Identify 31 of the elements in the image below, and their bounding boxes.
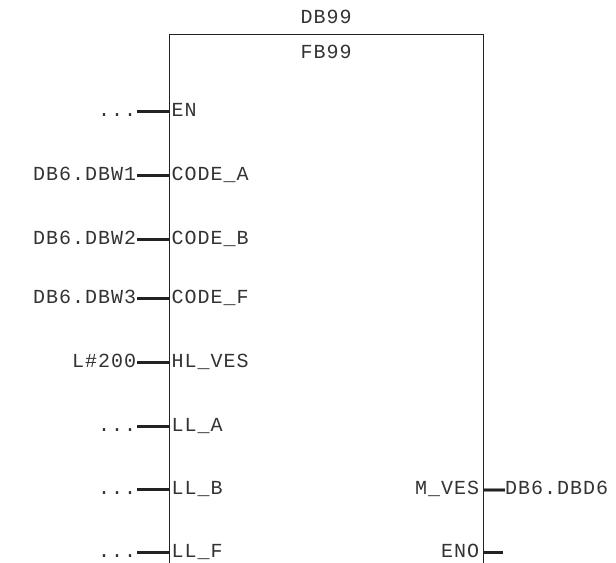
input-pin-label: HL_VES [172, 352, 250, 374]
parameter-value: DB6.DBW3 [32, 288, 137, 310]
parameter-value: DB6.DBW2 [32, 229, 137, 251]
connection-line [137, 297, 169, 300]
input-pin-label: LL_B [172, 478, 224, 500]
input-pin-label: CODE_B [172, 228, 250, 250]
input-pin-label: CODE_F [172, 288, 250, 310]
parameter-value: ... [98, 479, 137, 501]
block-name: FB99 [300, 43, 352, 65]
connection-line [137, 110, 169, 113]
parameter-value: ... [98, 101, 137, 123]
connection-line [137, 551, 169, 554]
input-pin-label: LL_A [172, 416, 224, 438]
input-pin-label: EN [172, 100, 198, 122]
connection-line [137, 488, 169, 491]
parameter-value: DB6.DBW1 [32, 165, 137, 187]
parameter-value: ... [98, 542, 137, 563]
connection-line [484, 551, 503, 554]
input-pin-label: LL_F [172, 542, 224, 563]
connection-line [137, 361, 169, 364]
connection-line [137, 425, 169, 428]
input-pin-label: CODE_A [172, 164, 250, 186]
output-pin-label: M_VES [414, 478, 480, 500]
block-title: DB99 [300, 8, 352, 30]
parameter-value: L#200 [72, 352, 137, 374]
connection-line [137, 174, 169, 177]
connection-line [137, 238, 169, 241]
parameter-value: DB6.DBD6 [505, 479, 610, 501]
connection-line [484, 488, 505, 492]
parameter-value: ... [98, 416, 137, 438]
output-pin-label: ENO [440, 542, 480, 563]
